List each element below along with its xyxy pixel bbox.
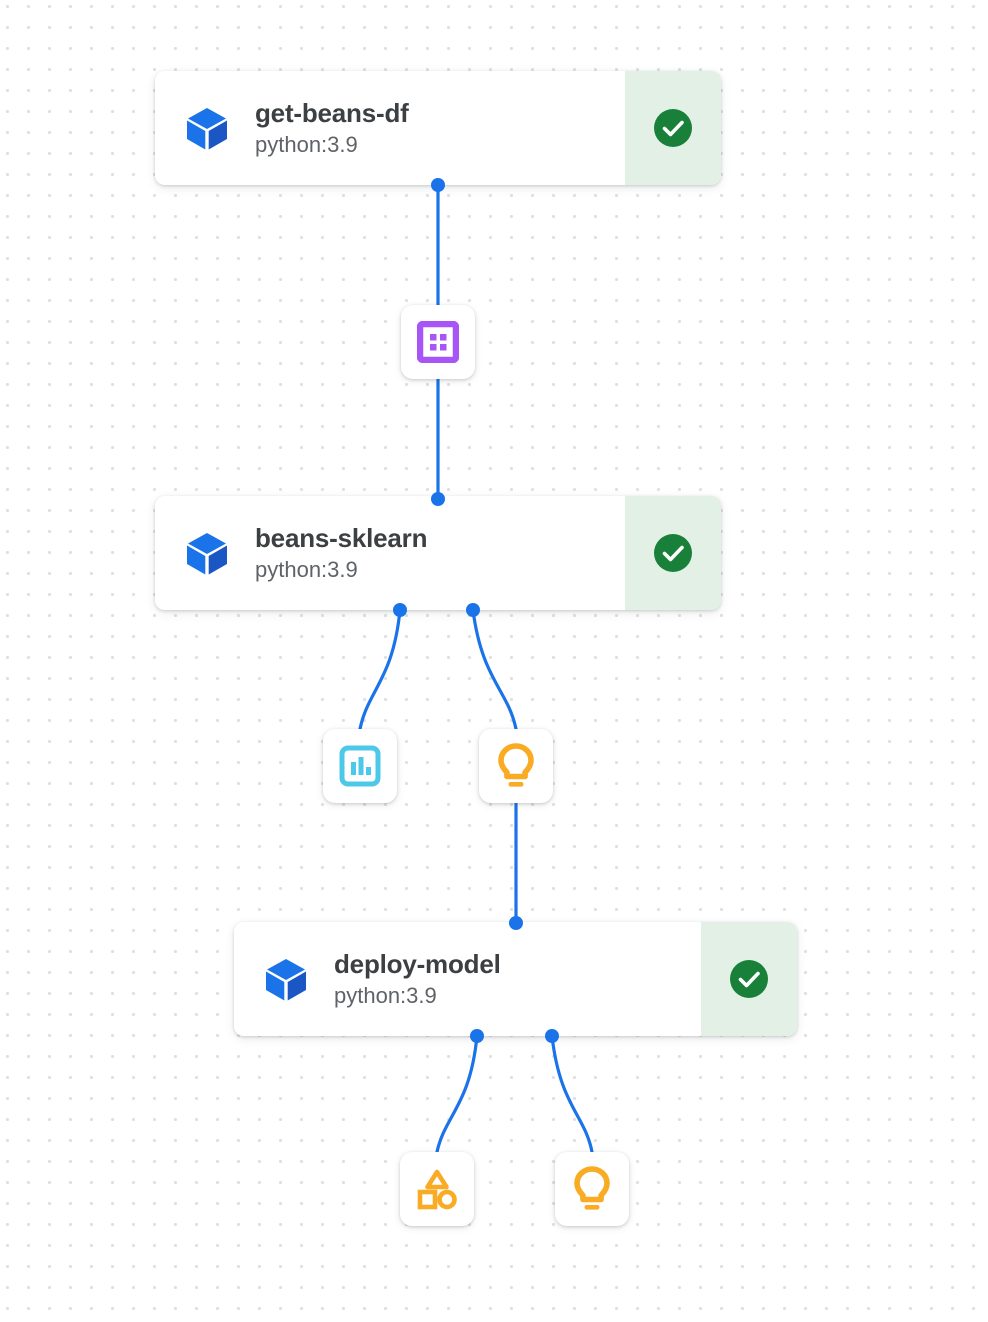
status-badge-succeeded[interactable] [701,922,797,1036]
edge-deploy-model-to-endpoint [550,1034,594,1154]
task-subtitle: python:3.9 [334,983,437,1009]
edge-beans-sklearn-to-model [471,608,518,731]
task-node-labels: deploy-model python:3.9 [334,949,501,1010]
task-node-body[interactable]: get-beans-df python:3.9 [155,71,625,185]
edge-deploy-model-to-classification [435,1034,479,1154]
status-badge-succeeded[interactable] [625,71,721,185]
task-node-get-beans-df[interactable]: get-beans-df python:3.9 [155,71,721,185]
task-title: beans-sklearn [255,522,428,553]
port-get-beans-df-output[interactable] [431,178,445,192]
port-beans-sklearn-output-metrics[interactable] [393,603,407,617]
port-deploy-model-input[interactable] [509,916,523,930]
check-circle-icon [730,960,768,998]
lightbulb-icon [498,743,534,787]
lightbulb-icon [574,1166,610,1210]
task-node-deploy-model[interactable]: deploy-model python:3.9 [234,922,797,1036]
status-badge-succeeded[interactable] [625,496,721,610]
task-title: get-beans-df [255,97,409,128]
port-deploy-model-output-classification[interactable] [470,1029,484,1043]
artifact-node-classification[interactable] [400,1152,474,1226]
task-node-labels: get-beans-df python:3.9 [255,98,409,159]
check-circle-icon [654,109,692,147]
cube-icon [183,529,231,577]
port-beans-sklearn-output-model[interactable] [466,603,480,617]
artifact-node-metrics[interactable] [323,729,397,803]
task-subtitle: python:3.9 [255,557,358,583]
task-subtitle: python:3.9 [255,132,358,158]
cube-icon [183,104,231,152]
port-deploy-model-output-endpoint[interactable] [545,1029,559,1043]
dataset-icon [417,321,459,363]
artifact-node-dataset[interactable] [401,305,475,379]
task-node-labels: beans-sklearn python:3.9 [255,523,427,584]
task-node-body[interactable]: deploy-model python:3.9 [234,922,701,1036]
task-node-beans-sklearn[interactable]: beans-sklearn python:3.9 [155,496,721,610]
artifact-node-model[interactable] [479,729,553,803]
edge-beans-sklearn-to-metrics [358,608,402,731]
check-circle-icon [654,534,692,572]
task-title: deploy-model [334,948,501,979]
artifact-node-endpoint[interactable] [555,1152,629,1226]
port-beans-sklearn-input[interactable] [431,492,445,506]
shapes-icon [417,1169,457,1210]
bar-chart-icon [339,745,381,787]
cube-icon [262,955,310,1003]
task-node-body[interactable]: beans-sklearn python:3.9 [155,496,625,610]
